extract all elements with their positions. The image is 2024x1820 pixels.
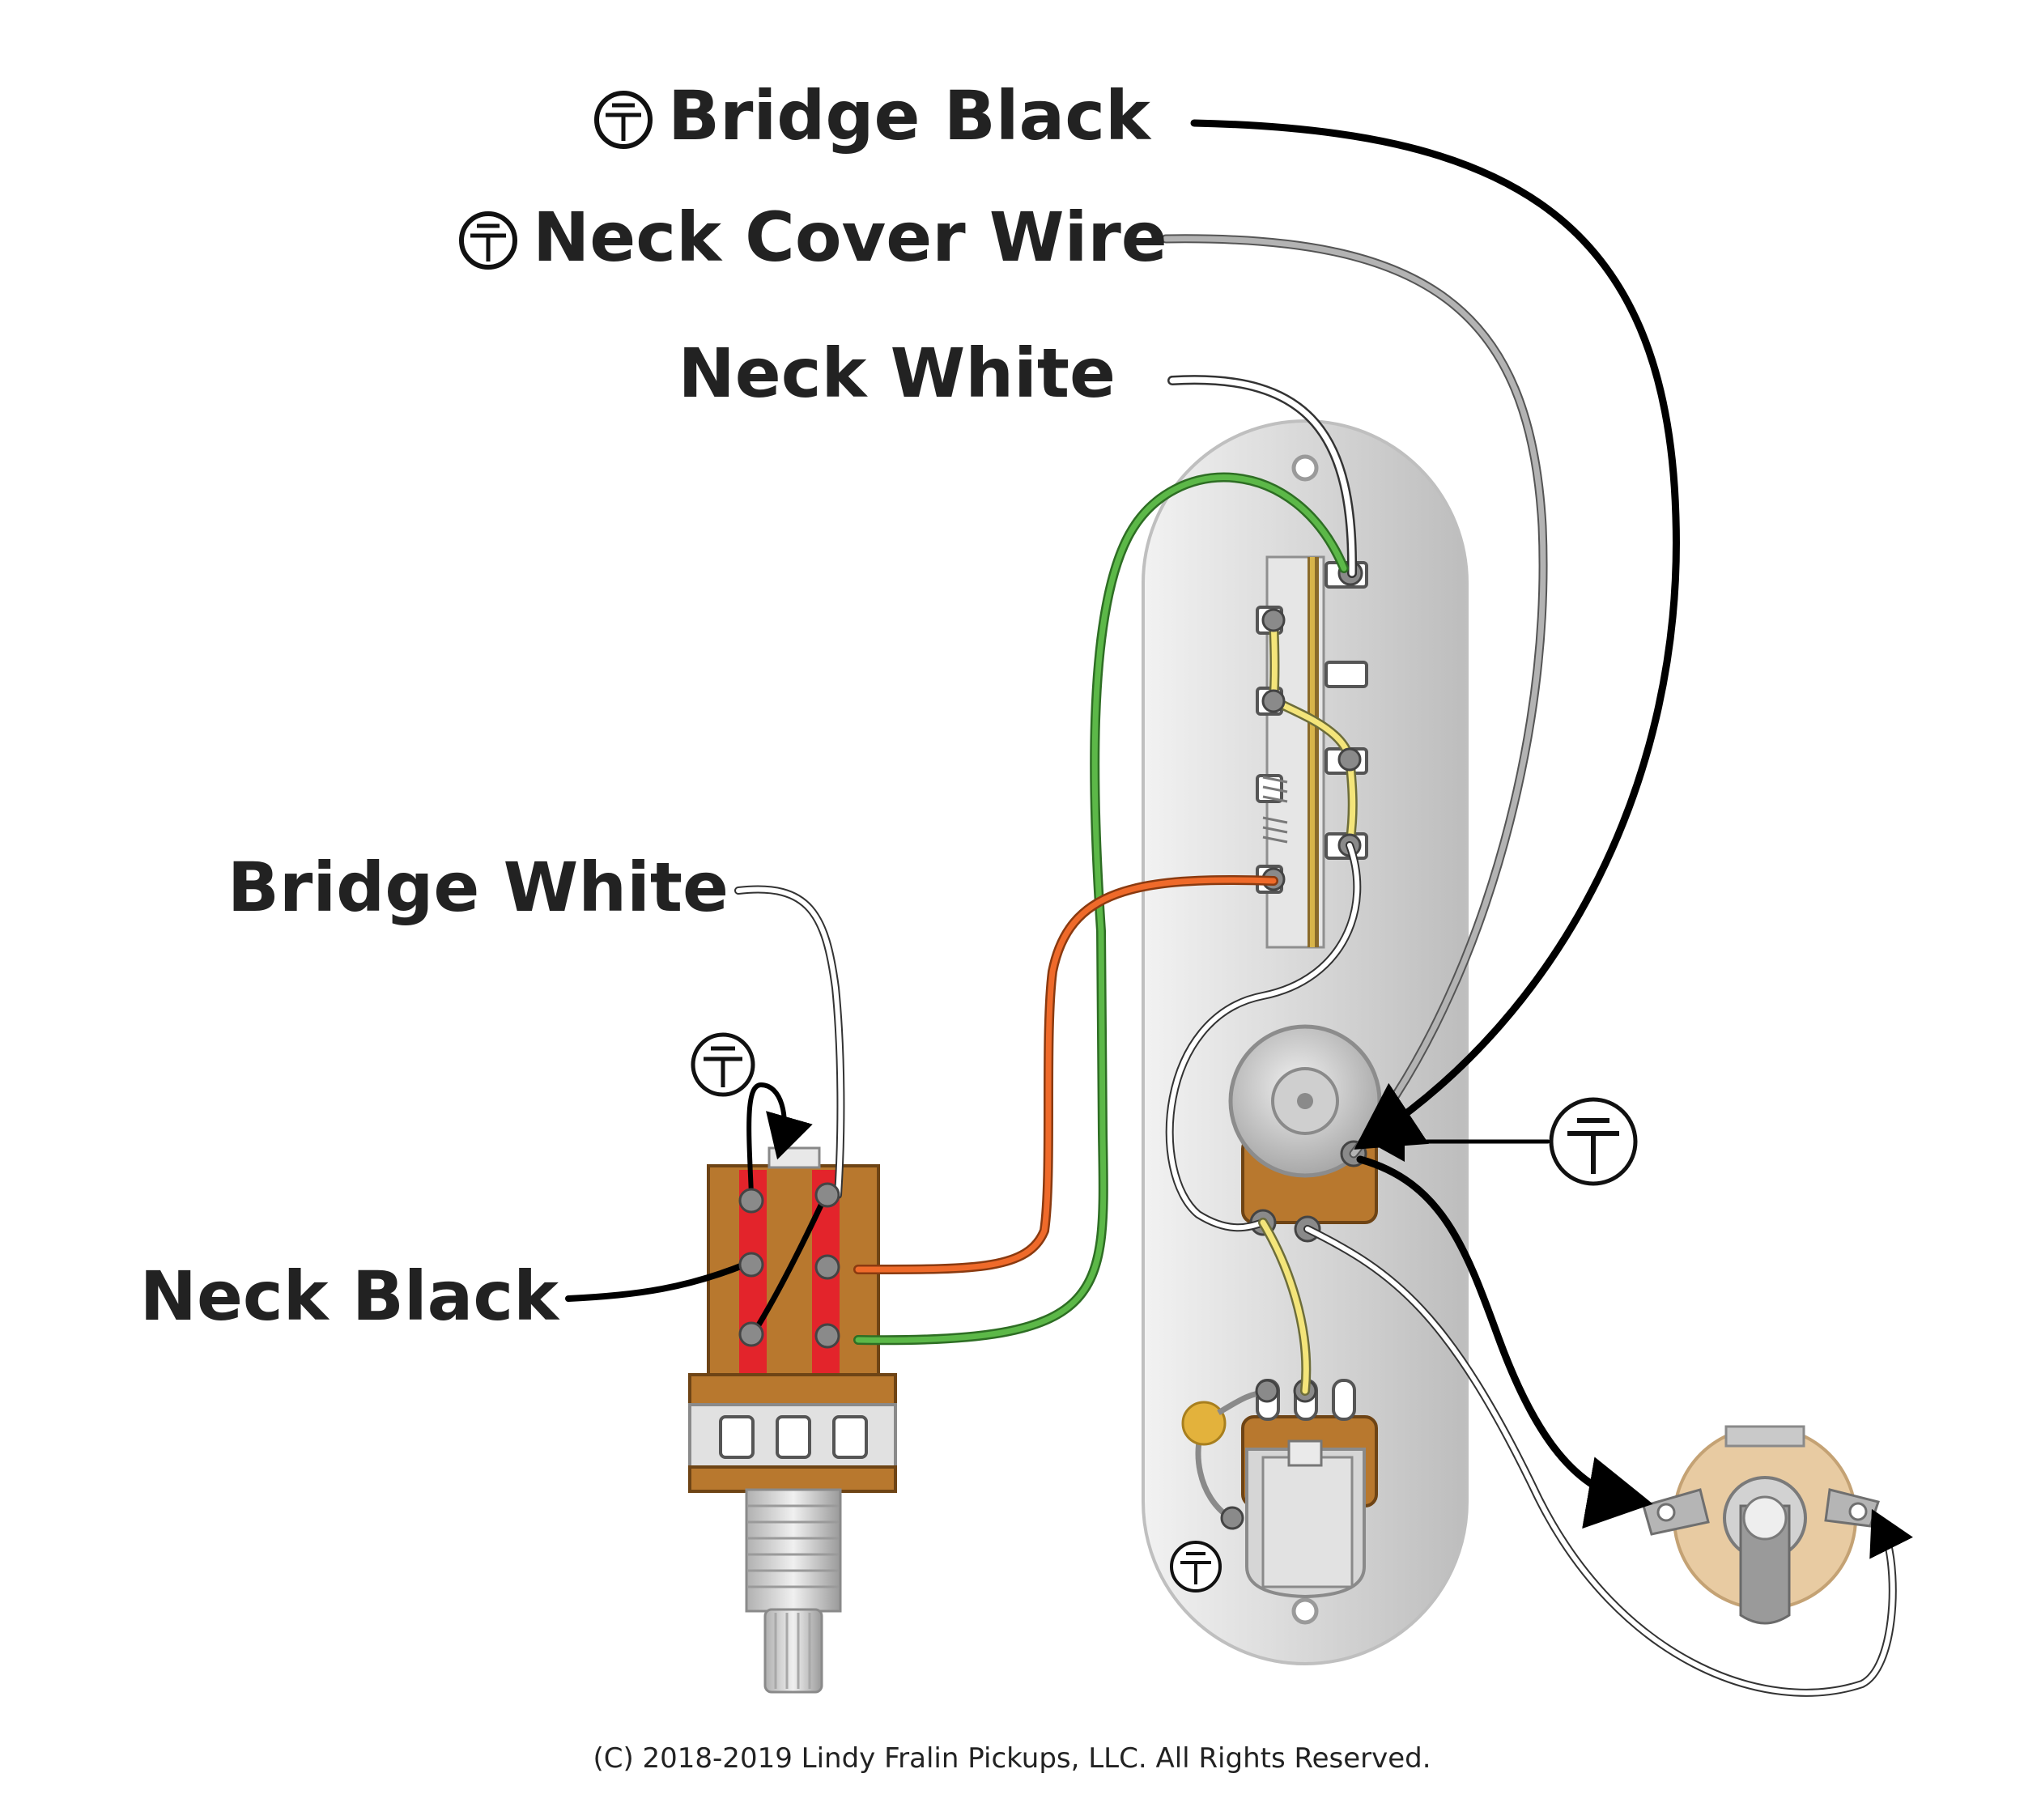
ground-icon (594, 91, 653, 149)
plate-screw-hole-bottom (1291, 1597, 1319, 1625)
label-neck-white: Neck White (678, 334, 1116, 413)
tone-pot (1181, 1379, 1378, 1599)
wires (565, 119, 1913, 1697)
label-neck-cover-wire: Neck Cover Wire (533, 198, 1167, 277)
label-bridge-black: Bridge Black (668, 76, 1152, 155)
capacitor (1181, 1389, 1268, 1520)
push-pull-lugs (738, 1182, 840, 1349)
plate-screw-hole-top (1291, 454, 1319, 482)
ground-icon (459, 211, 517, 270)
ground-icon (691, 1032, 755, 1097)
volume-pot (1228, 1024, 1382, 1243)
volume-jack-black-wire (1356, 1155, 1653, 1529)
neck-black-wire (565, 1261, 748, 1302)
ground-icon (1170, 1541, 1222, 1592)
label-neck-black: Neck Black (140, 1257, 560, 1336)
label-bridge-white: Bridge White (227, 848, 729, 927)
push-pull-ground-loop (746, 1082, 813, 1197)
switch-spring (1262, 776, 1288, 844)
switch-jumper-wire (750, 1192, 829, 1337)
bridge-black-wire (1190, 119, 1680, 1150)
ground-icon (1549, 1097, 1638, 1186)
output-jack (1642, 1425, 1880, 1625)
push-pull-pot (688, 1146, 897, 1694)
copyright-notice: (C) 2018-2019 Lindy Fralin Pickups, LLC.… (593, 1742, 1431, 1775)
